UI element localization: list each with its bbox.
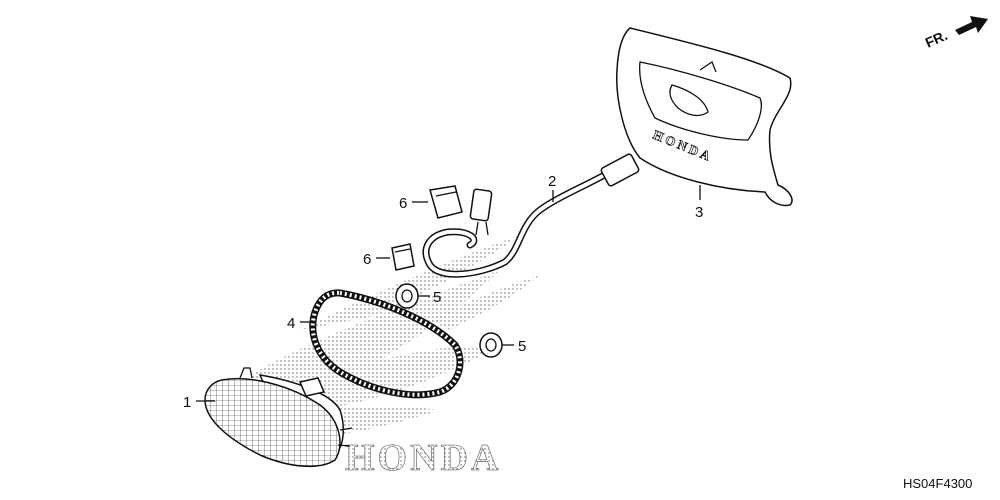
callout-5-upper: 5 bbox=[433, 289, 441, 306]
diagram-code: HS04F4300 bbox=[903, 476, 972, 491]
part-lamp-gasket bbox=[309, 289, 464, 399]
part-clip-upper bbox=[429, 185, 463, 219]
background-brand-mark: HONDA bbox=[345, 437, 501, 479]
part-clip-lower bbox=[391, 243, 415, 271]
callout-4: 4 bbox=[287, 315, 295, 332]
callout-6-upper: 6 bbox=[399, 195, 407, 212]
callout-3: 3 bbox=[695, 204, 703, 221]
part-grommet-upper bbox=[395, 283, 419, 309]
part-grommet-lower bbox=[479, 332, 503, 358]
callout-6-lower: 6 bbox=[363, 251, 371, 268]
part-rear-cover: HONDA bbox=[616, 27, 793, 207]
front-direction-indicator: FR. bbox=[923, 16, 988, 51]
part-tail-lamp bbox=[204, 367, 353, 468]
callout-1: 1 bbox=[183, 394, 191, 411]
callout-2: 2 bbox=[548, 173, 556, 190]
leader-lines bbox=[196, 185, 701, 402]
front-label: FR. bbox=[923, 27, 950, 51]
callout-5-lower: 5 bbox=[518, 338, 526, 355]
front-arrow-icon bbox=[955, 16, 988, 35]
